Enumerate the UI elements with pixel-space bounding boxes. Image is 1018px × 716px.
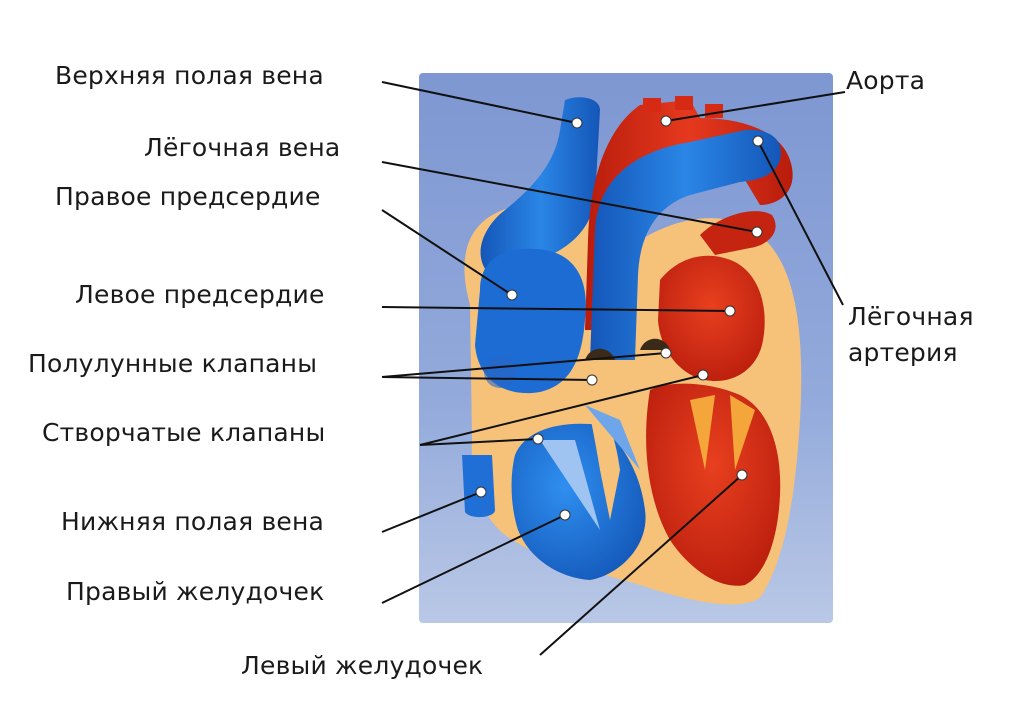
label-left-atrium: Левое предсердие: [75, 280, 325, 309]
label-inferior-vena-cava: Нижняя полая вена: [61, 507, 325, 536]
pulmonary-vein-shape: [700, 211, 776, 255]
label-pulmonary-artery-line1: Лёгочная: [848, 302, 974, 331]
inferior-vena-cava-shape: [462, 455, 495, 518]
label-aorta: Аорта: [846, 66, 926, 95]
label-left-ventricle: Левый желудочек: [241, 651, 484, 680]
superior-vena-cava-shape: [480, 97, 600, 276]
left-atrium-shape: [658, 255, 765, 382]
label-right-atrium: Правое предсердие: [55, 182, 321, 211]
marker-dots: [475, 115, 764, 521]
label-pulmonary-vein: Лёгочная вена: [144, 133, 341, 162]
pulmonary-artery-shape: [590, 129, 781, 360]
label-superior-vena-cava: Верхняя полая вена: [55, 61, 324, 90]
label-right-ventricle: Правый желудочек: [66, 577, 325, 606]
leader-lines: [381, 81, 846, 656]
label-atrioventricular-valves: Створчатые клапаны: [42, 418, 326, 447]
label-semilunar-valves: Полулунные клапаны: [28, 349, 318, 378]
label-pulmonary-artery-line2: артерия: [848, 338, 958, 367]
